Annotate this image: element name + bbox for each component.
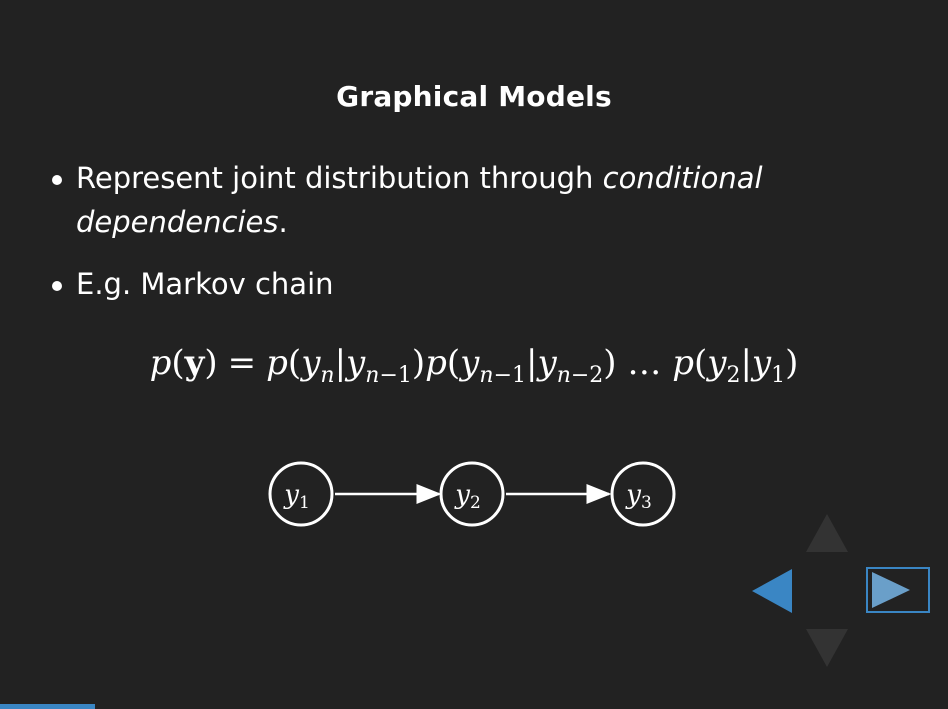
- bullet-text: E.g. Markov chain: [76, 267, 334, 301]
- bullet-item: E.g. Markov chain: [48, 262, 808, 306]
- markov-chain-equation: p(y)=p(yn|yn−1)p(yn−1|yn−2) … p(y2|y1): [149, 343, 799, 388]
- nav-left-arrow-icon[interactable]: [748, 567, 796, 615]
- node-y3: [610, 461, 676, 527]
- nav-down-arrow-icon[interactable]: [802, 625, 852, 671]
- bullet-text: Represent joint distribution through: [76, 161, 603, 195]
- bullet-dot-icon: [52, 175, 62, 185]
- node-label-y3: y3: [625, 480, 652, 513]
- progress-bar: [0, 704, 95, 709]
- bullet-suffix: .: [278, 205, 288, 239]
- nav-up-arrow-icon[interactable]: [802, 510, 852, 556]
- slide-title: Graphical Models: [336, 80, 612, 113]
- markov-chain-graph: y1 y2 y3: [268, 461, 676, 527]
- node-label-y1: y1: [283, 480, 310, 513]
- slide-navigation: [740, 505, 948, 680]
- bullet-dot-icon: [52, 281, 62, 291]
- bullet-emphasis: conditional dependencies: [76, 161, 763, 239]
- nav-right-arrow-icon[interactable]: [870, 570, 914, 610]
- nav-right-button[interactable]: [866, 567, 930, 613]
- node-y2: [439, 461, 505, 527]
- bullet-list: Represent joint distribution through con…: [48, 156, 808, 324]
- node-y1: [268, 461, 334, 527]
- bullet-item: Represent joint distribution through con…: [48, 156, 808, 244]
- node-label-y2: y2: [454, 480, 481, 513]
